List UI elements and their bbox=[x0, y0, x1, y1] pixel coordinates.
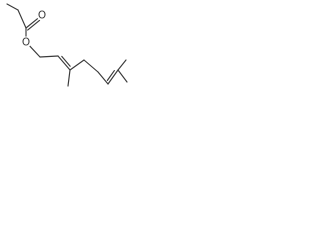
bond-c6-c7-second bbox=[106, 70, 115, 81]
bond-ester-o-c1 bbox=[28, 45, 41, 58]
bond-c5-c6 bbox=[97, 71, 109, 85]
carbonyl-oxygen-atom: O bbox=[36, 9, 48, 22]
bond-methyl-ester-ch2-ester bbox=[6, 3, 19, 11]
ester-oxygen-atom: O bbox=[20, 36, 32, 49]
atom-layer: O O bbox=[20, 9, 48, 49]
bond-c1-c2 bbox=[39, 55, 59, 58]
bond-c3-c3-methyl bbox=[67, 69, 71, 87]
bond-c7-c7-methyl-a bbox=[117, 59, 127, 71]
bond-c2-c3 bbox=[57, 55, 71, 71]
bond-c4-c5 bbox=[83, 59, 99, 73]
bond-c6-c7 bbox=[107, 69, 119, 85]
bond-c2-c3-second bbox=[61, 55, 71, 67]
carbonyl-oxygen-label: O bbox=[38, 10, 46, 22]
ester-oxygen-label: O bbox=[22, 37, 30, 49]
bond-carbonyl-c-carbonyl-o-second bbox=[27, 19, 41, 31]
bond-c3-c4 bbox=[69, 59, 85, 71]
bond-carbonyl-c-carbonyl-o bbox=[25, 17, 39, 29]
bond-ch2-ester-carbonyl-c bbox=[17, 9, 27, 29]
structural-formula: O O bbox=[6, 3, 128, 87]
bond-c7-c7-methyl-b bbox=[117, 69, 128, 83]
bond-layer bbox=[6, 3, 128, 87]
